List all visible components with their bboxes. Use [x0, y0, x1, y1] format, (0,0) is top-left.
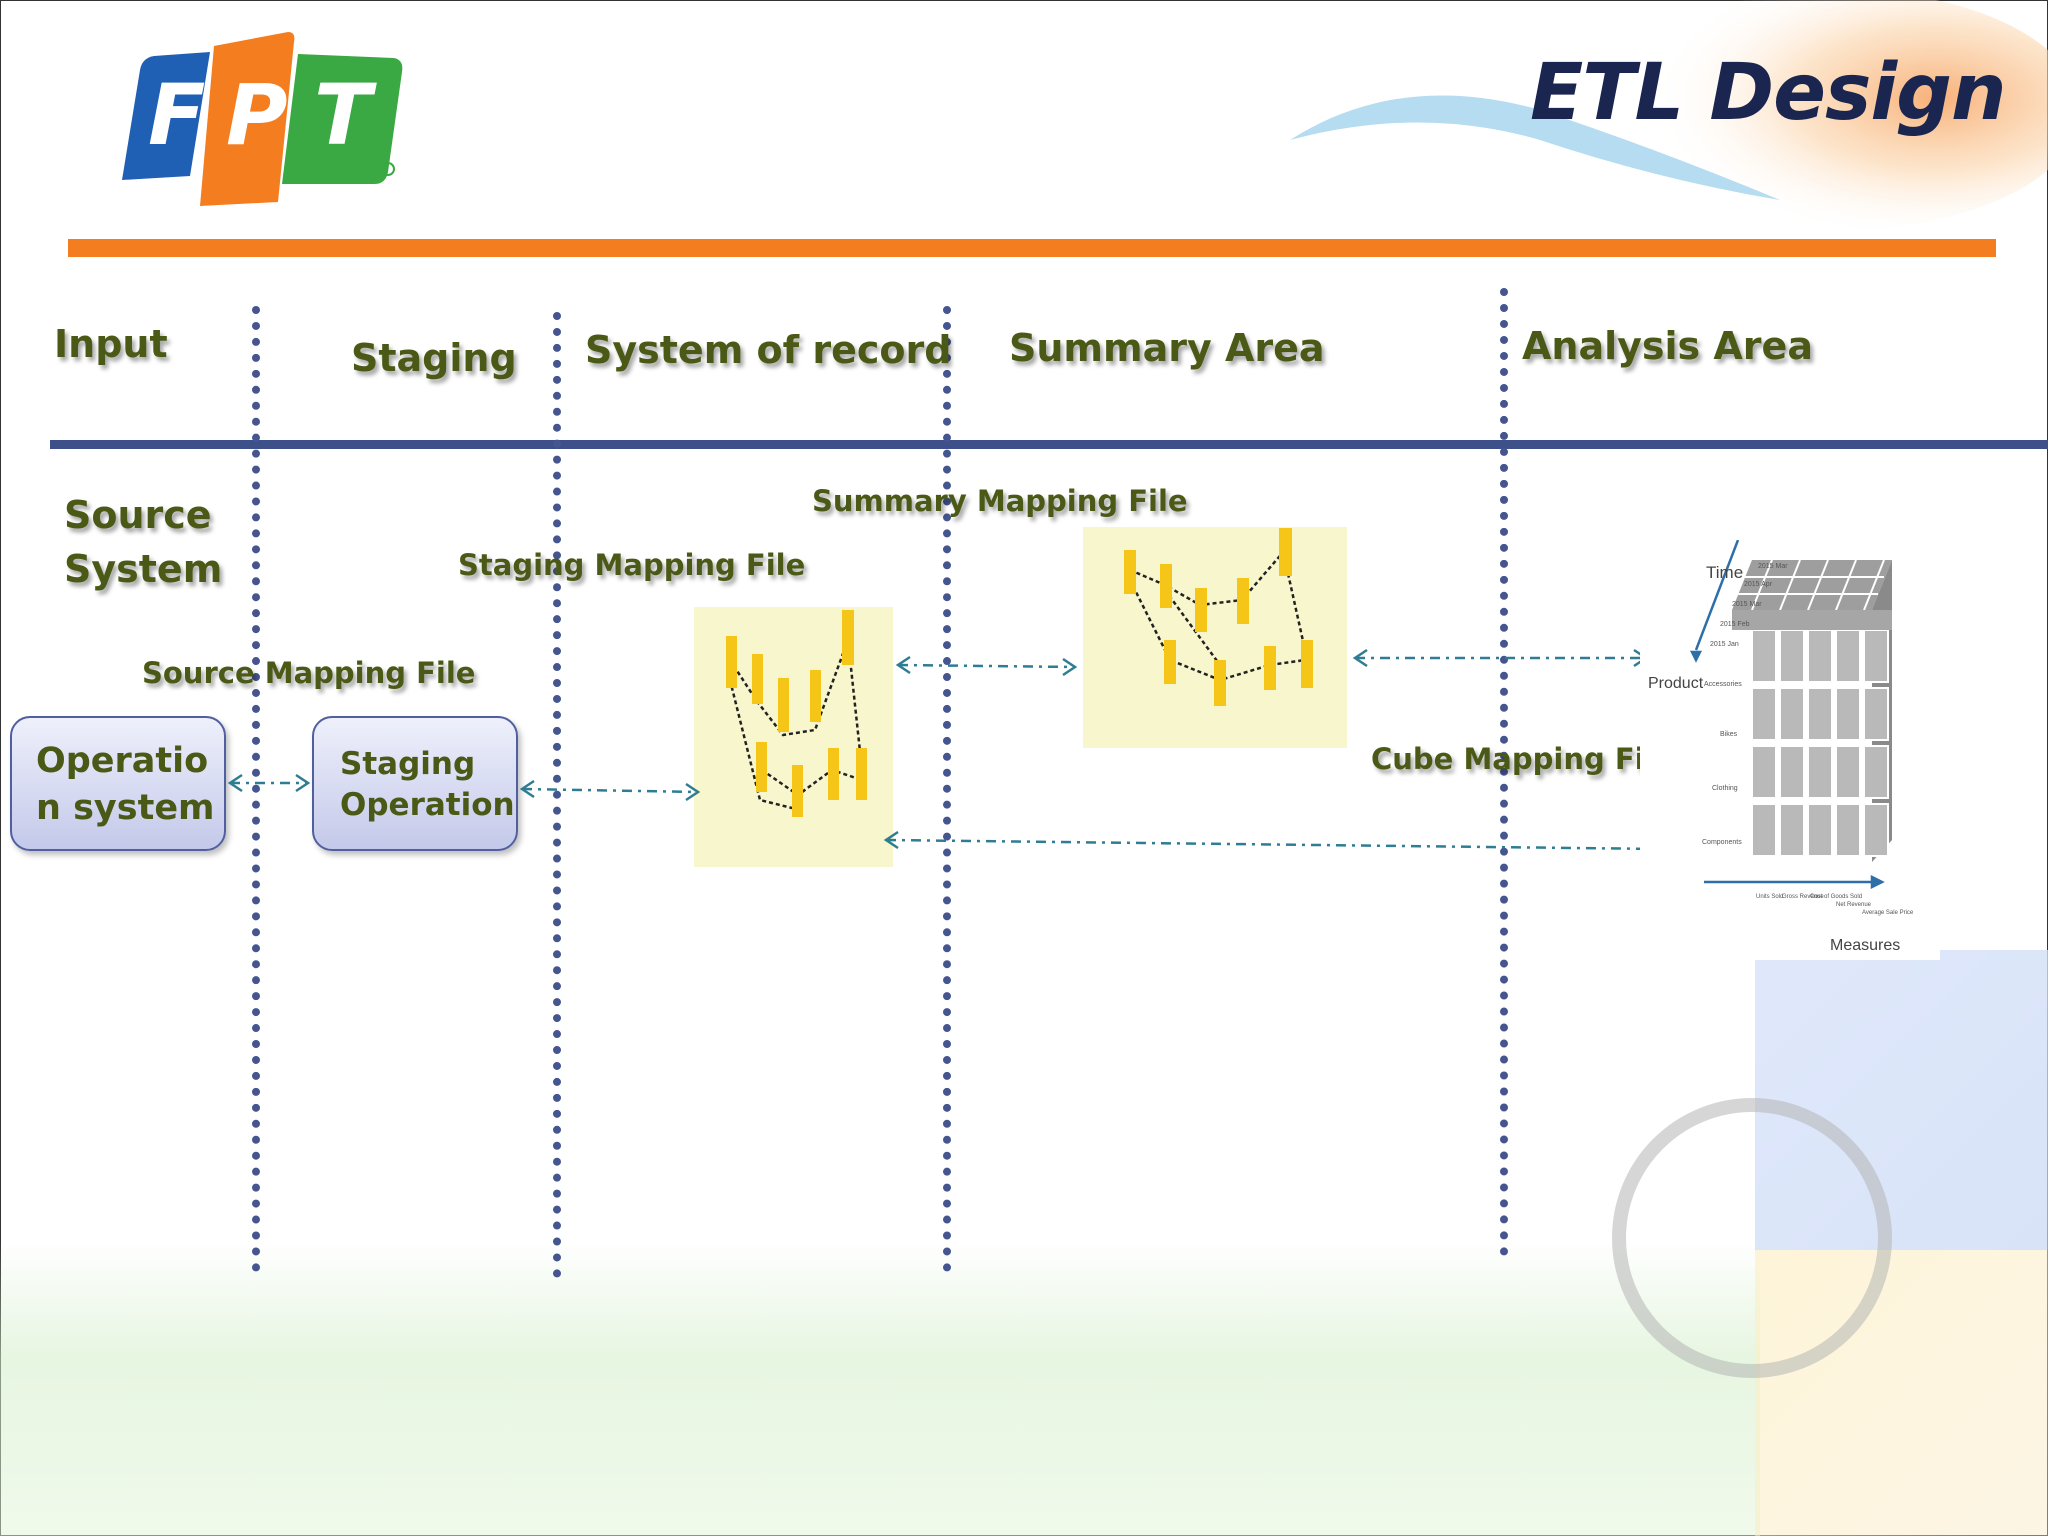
cube-time-axis: Time [1706, 563, 1743, 582]
operation-system-label: Operatio n system [36, 741, 215, 828]
column-header-summary-area: Summary Area [1009, 326, 1325, 370]
cube-product-tick: Accessories [1704, 681, 1742, 688]
column-header-system-of-record: System of record [585, 328, 952, 372]
cube-product-tick: Components [1702, 839, 1742, 846]
summary-mapping-file-label: Summary Mapping File [812, 484, 1188, 518]
cube-time-tick: 2015 Apr [1744, 581, 1773, 588]
background-ring [1612, 1098, 1892, 1378]
column-header-analysis-area: Analysis Area [1522, 324, 1813, 368]
system-of-record-model [694, 607, 893, 867]
logo-letter-f: F [148, 66, 205, 164]
background-green-wash [0, 1240, 1760, 1536]
staging-mapping-file-label: Staging Mapping File [458, 548, 806, 582]
cube-measure-tick: Average Sale Price [1862, 910, 1914, 916]
logo-letter-p: P [226, 66, 288, 164]
cube-product-tick: Clothing [1712, 785, 1738, 792]
cube-product-tick: Bikes [1720, 731, 1738, 738]
logo-p-tile [200, 32, 295, 206]
cube-measure-tick: Units Sold [1756, 894, 1783, 900]
logo-t-tile [282, 54, 403, 184]
cube-time-tick: 2015 Feb [1720, 621, 1750, 628]
title-divider [68, 239, 1996, 257]
slide-title: ETL Design [1530, 48, 2007, 138]
source-mapping-file-label: Source Mapping File [142, 656, 476, 690]
fpt-logo: F P T [122, 32, 403, 206]
cube-time-tick: 2015 Mar [1732, 601, 1762, 608]
staging-operation-label: Staging Operation [340, 746, 515, 823]
cube-time-tick: 2015 Jan [1710, 641, 1739, 648]
summary-area-model [1083, 527, 1347, 748]
column-header-staging: Staging [351, 336, 517, 380]
title-swoosh [1290, 0, 2048, 230]
staging-operation-box: Staging Operation [312, 716, 518, 851]
cube-product-axis: Product [1648, 675, 1704, 692]
logo-f-tile [122, 52, 210, 180]
cube-measure-tick: Gross Revenue [1782, 894, 1824, 900]
logo-letter-t: T [314, 66, 377, 164]
operation-system-box: Operatio n system [10, 716, 226, 851]
logo-registered-mark [381, 162, 395, 176]
cube-measures-axis: Measures [1830, 937, 1900, 954]
cube-measure-tick: Cost of Goods Sold [1810, 894, 1862, 900]
column-divider-1 [252, 306, 260, 1272]
column-header-input: Input [54, 322, 168, 366]
olap-cube: Time 2015 Mar 2015 Apr 2015 Mar 2015 Feb… [1640, 540, 1940, 960]
cube-measure-tick: Net Revenue [1836, 902, 1872, 908]
cube-mapping-file-label: Cube Mapping File [1371, 742, 1675, 776]
column-divider-4 [1500, 288, 1508, 1256]
header-rule [50, 440, 2048, 449]
column-divider-3 [943, 306, 951, 1272]
column-divider-2 [553, 312, 561, 1278]
source-system-label: Source System [64, 493, 223, 591]
cube-time-tick: 2015 Mar [1758, 563, 1788, 570]
cube-blocks [1732, 559, 1892, 862]
